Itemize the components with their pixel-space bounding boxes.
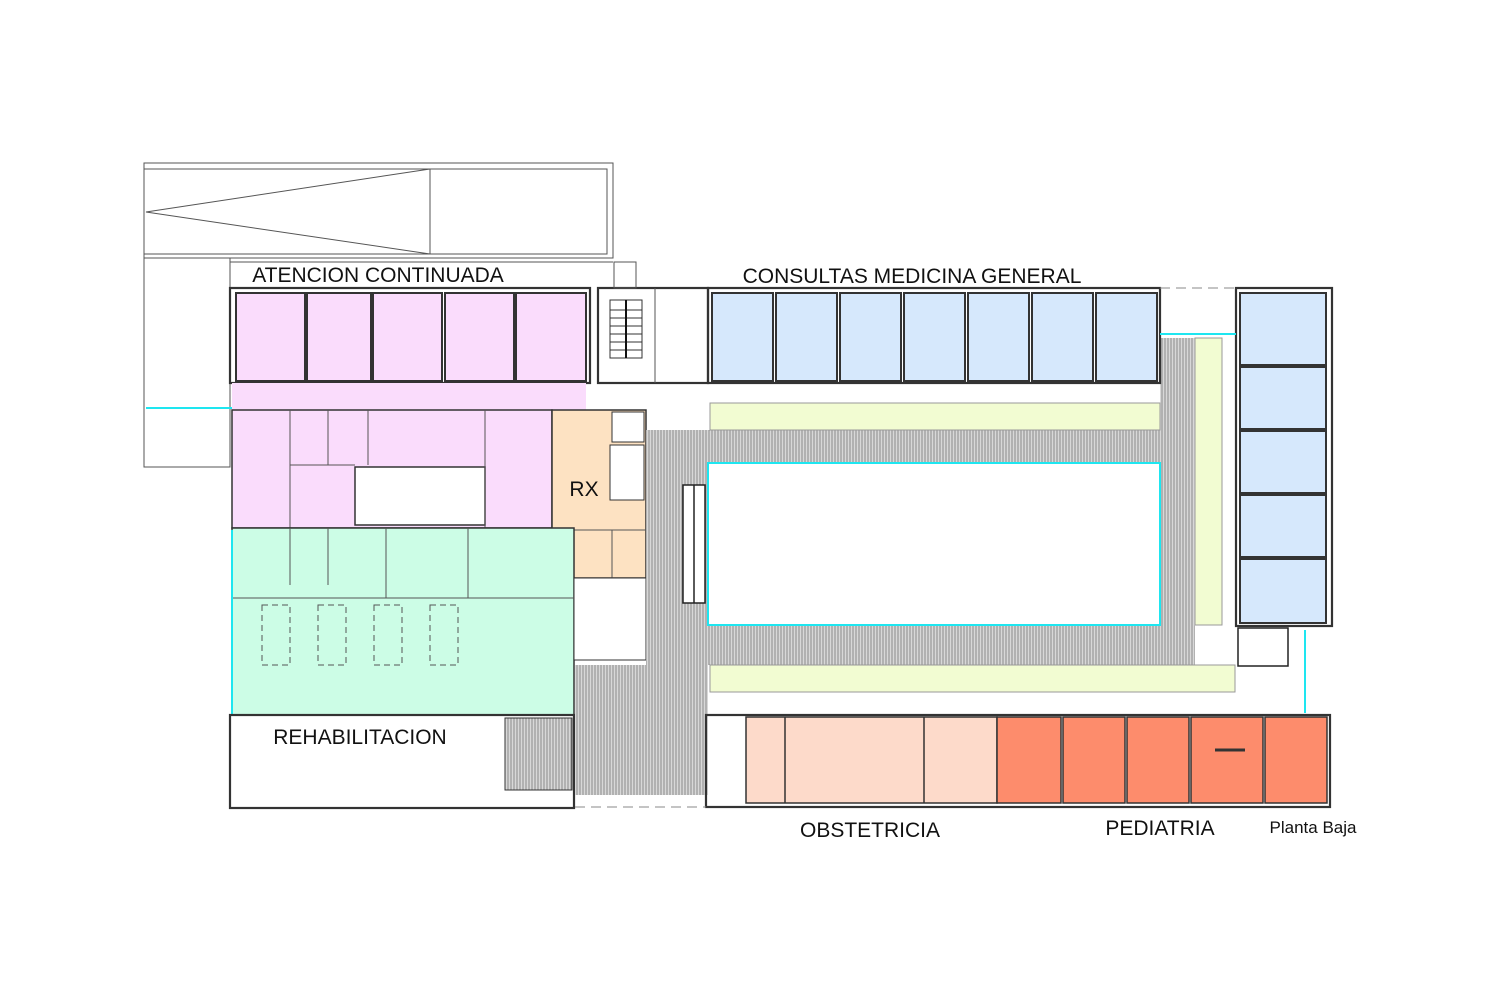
label-rx: RX <box>569 478 598 501</box>
zone-consultas <box>706 286 1334 713</box>
stair-wc-block <box>596 261 710 385</box>
label-rehabilitacion: REHABILITACION <box>273 726 446 749</box>
glazed-gallery <box>709 337 1236 693</box>
zone-rehabilitacion <box>228 527 647 810</box>
zone-obstetricia-pediatria <box>575 713 1332 809</box>
label-consultas: CONSULTAS MEDICINA GENERAL <box>743 265 1082 288</box>
label-obstetricia: OBSTETRICIA <box>800 819 940 842</box>
label-planta-baja: Planta Baja <box>1270 818 1357 837</box>
label-atencion-continuada: ATENCION CONTINUADA <box>252 264 504 287</box>
corridor-ring <box>575 338 1195 795</box>
label-pediatria: PEDIATRIA <box>1105 817 1214 840</box>
zone-atencion-continuada <box>228 286 592 529</box>
